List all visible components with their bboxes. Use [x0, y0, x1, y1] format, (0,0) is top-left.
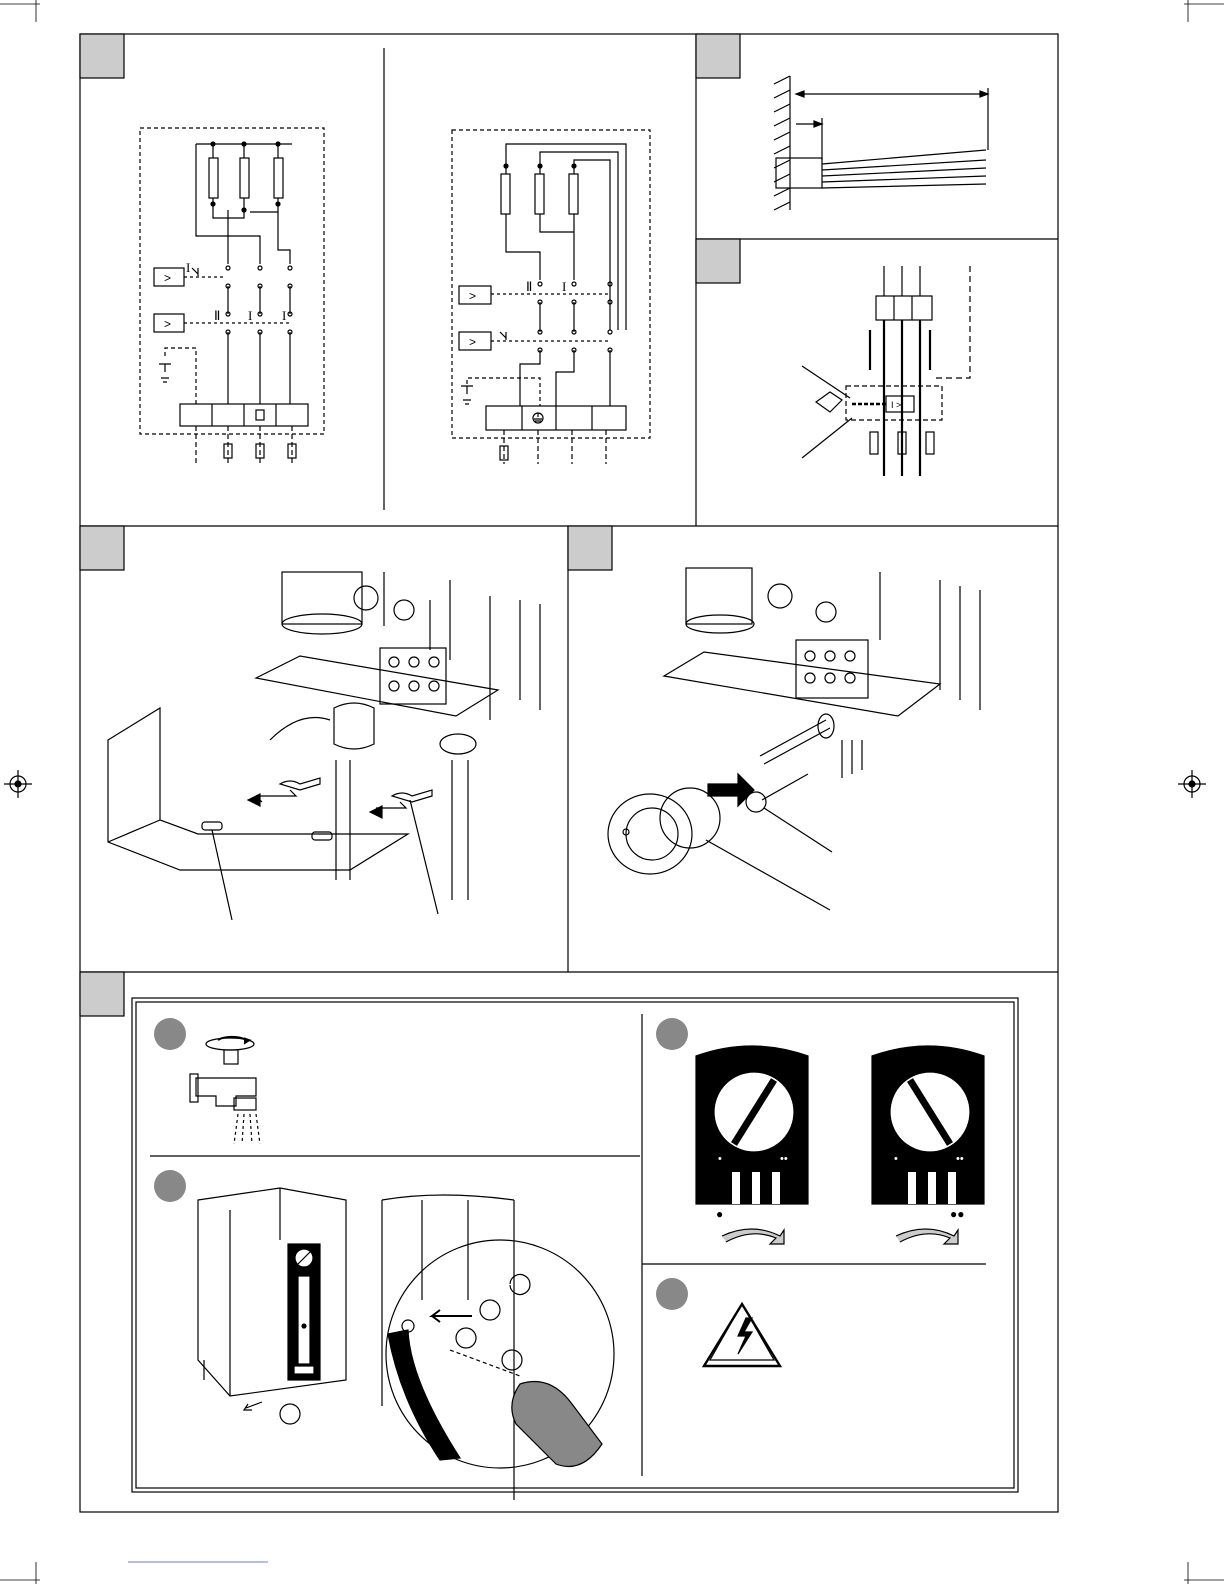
registration-mark-left: [4, 770, 32, 798]
tap-icon: [190, 1037, 260, 1144]
breaker-diagram: [802, 266, 970, 476]
knob-left-side-mark: ●: [716, 1207, 723, 1221]
heater-front: [198, 1188, 346, 1424]
wiring-1-mark-i-b: I: [282, 308, 286, 323]
knob-right-marker-two: ••: [956, 1153, 964, 1165]
heater-detail-cap: [608, 568, 980, 910]
wiring-diagram-1: > >: [140, 128, 324, 464]
svg-text:>: >: [469, 335, 476, 349]
screwdriver-icon: [382, 1195, 614, 1500]
wiring-1-mark-i-a: I: [248, 308, 252, 323]
wiring-1-mark-i-c: I: [186, 260, 190, 275]
svg-text:>: >: [164, 317, 171, 331]
svg-text:>: >: [164, 271, 171, 285]
wiring-2-mark-i: I: [562, 279, 566, 294]
registration-mark-right: [1178, 770, 1206, 798]
panel-tabs: [80, 34, 740, 1016]
svg-text:>: >: [469, 289, 476, 303]
page-frame: [80, 34, 1058, 1512]
selector-knob-right: [872, 1046, 984, 1244]
wiring-1-mark-ii: Ⅱ: [214, 308, 220, 323]
breaker-label: I >: [891, 400, 901, 410]
knob-left-marker-two: ••: [780, 1153, 788, 1165]
heater-unit-icon: [108, 572, 540, 920]
wiring-2-mark-ii: Ⅱ: [526, 279, 532, 294]
wiring-diagram-2: > >: [452, 130, 650, 464]
selector-knob-left: [696, 1046, 808, 1244]
warning-high-voltage-icon: [704, 1304, 780, 1366]
knob-right-marker-one: •: [894, 1153, 898, 1165]
cable-stripping-icon: [774, 76, 988, 210]
knob-right-side-mark: ●●: [950, 1207, 965, 1221]
knob-left-marker-one: •: [718, 1153, 722, 1165]
